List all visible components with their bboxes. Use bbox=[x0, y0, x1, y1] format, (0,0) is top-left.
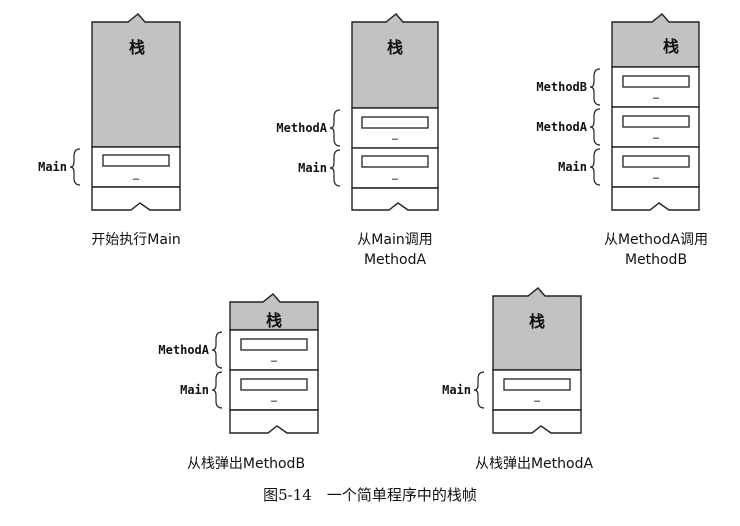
frame-ellipsis: … bbox=[392, 172, 398, 183]
stack-area bbox=[351, 13, 439, 109]
frame-main bbox=[91, 146, 181, 188]
frame-ellipsis: … bbox=[271, 394, 277, 405]
frame-label-methoda: MethodA bbox=[276, 121, 327, 135]
frame-label-methoda: MethodA bbox=[158, 343, 209, 357]
frame-label-main: Main bbox=[298, 161, 327, 175]
stack-bottom bbox=[351, 187, 439, 211]
frame-ellipsis: … bbox=[534, 394, 540, 405]
frame-label-methodb: MethodB bbox=[536, 80, 587, 94]
panel-start-main: 栈 … Main 开始执行Main bbox=[38, 13, 181, 248]
frame-ellipsis: … bbox=[271, 354, 277, 365]
frame-label-main: Main bbox=[180, 383, 209, 397]
brace bbox=[211, 331, 223, 369]
local-variable-slot bbox=[503, 378, 571, 391]
caption-call-methodb-line1: 从MethodA调用 bbox=[604, 232, 708, 248]
local-variable-slot bbox=[102, 154, 170, 167]
panel-pop-methodb: 栈 … … MethodA Main 从栈弹出MethodB bbox=[158, 293, 319, 472]
local-variable-slot bbox=[622, 155, 690, 168]
caption-call-methoda-line1: 从Main调用 bbox=[357, 232, 432, 248]
caption-call-methoda-line2: MethodA bbox=[364, 252, 427, 268]
local-variable-slot bbox=[622, 75, 690, 88]
brace bbox=[473, 371, 485, 409]
brace bbox=[589, 148, 601, 186]
frame-ellipsis: … bbox=[133, 172, 139, 183]
brace bbox=[211, 371, 223, 409]
frame-ellipsis: … bbox=[653, 131, 659, 142]
stack-bottom bbox=[229, 409, 319, 434]
local-variable-slot bbox=[240, 378, 308, 391]
local-variable-slot bbox=[361, 116, 429, 129]
stack-title: 栈 bbox=[387, 38, 403, 57]
stack-bottom bbox=[91, 186, 181, 211]
frame-label-main: Main bbox=[558, 160, 587, 174]
stack-title: 栈 bbox=[663, 37, 679, 56]
stack-title: 栈 bbox=[129, 38, 145, 57]
local-variable-slot bbox=[361, 155, 429, 168]
stack-area bbox=[91, 13, 181, 148]
frame-ellipsis: … bbox=[653, 171, 659, 182]
brace bbox=[329, 149, 341, 187]
stack-title: 栈 bbox=[266, 311, 282, 330]
caption-pop-methoda: 从栈弹出MethodA bbox=[475, 456, 594, 472]
panel-pop-methoda: 栈 … Main 从栈弹出MethodA bbox=[442, 287, 594, 472]
frame-label-main: Main bbox=[38, 160, 67, 174]
stack-area bbox=[611, 13, 700, 68]
caption-call-methodb-line2: MethodB bbox=[625, 252, 687, 268]
frame-label-methoda: MethodA bbox=[536, 120, 587, 134]
brace bbox=[329, 109, 341, 147]
figure-caption: 图5-14 一个简单程序中的栈帧 bbox=[263, 486, 477, 504]
local-variable-slot bbox=[622, 115, 690, 128]
frame-label-main: Main bbox=[442, 383, 471, 397]
stack-title: 栈 bbox=[529, 312, 545, 331]
panel-call-methodb: 栈 … … … MethodB MethodA Main 从MethodA调用 … bbox=[536, 13, 708, 268]
stack-bottom bbox=[492, 409, 582, 434]
frame-ellipsis: … bbox=[653, 91, 659, 102]
panel-call-methoda: 栈 … … MethodA Main 从Main调用 MethodA bbox=[276, 13, 439, 268]
stack-bottom bbox=[611, 186, 700, 211]
frame-ellipsis: … bbox=[392, 132, 398, 143]
local-variable-slot bbox=[240, 338, 308, 351]
caption-start-main: 开始执行Main bbox=[91, 232, 180, 248]
brace bbox=[589, 68, 601, 106]
brace bbox=[69, 148, 81, 186]
caption-pop-methodb: 从栈弹出MethodB bbox=[187, 456, 305, 472]
brace bbox=[589, 108, 601, 146]
